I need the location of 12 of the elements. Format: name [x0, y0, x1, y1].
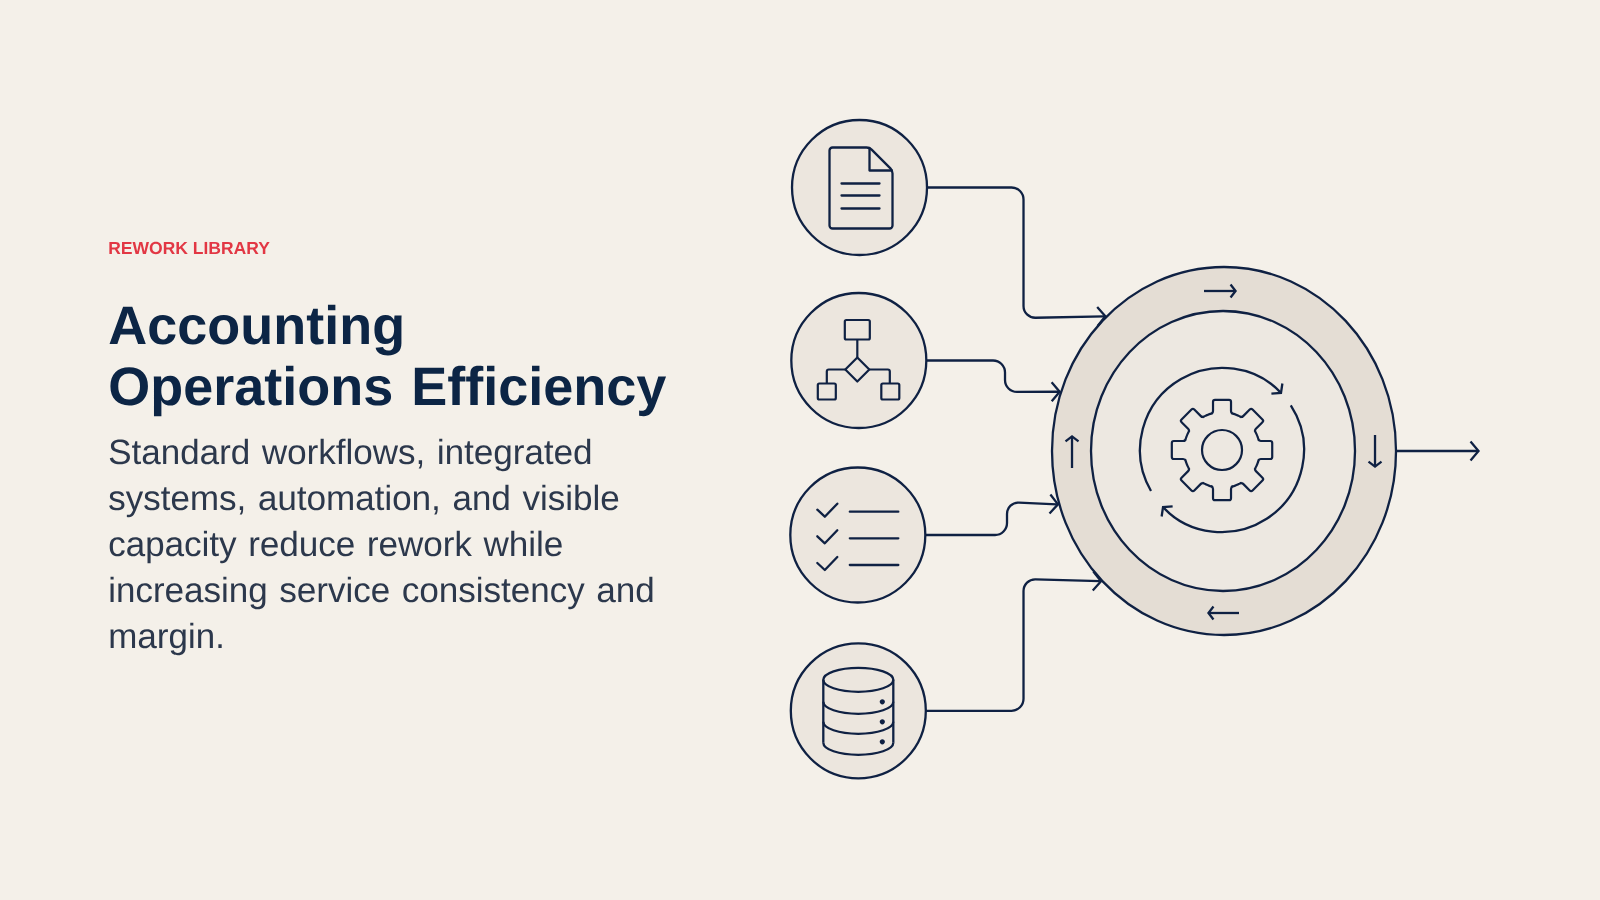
connector-arrow: [925, 570, 1103, 712]
kicker-label: REWORK LIBRARY: [109, 241, 270, 255]
connector-arrow: [926, 359, 1062, 402]
connector-arrow: [925, 493, 1060, 537]
connector-arrow: [927, 186, 1107, 327]
icon-circle: [790, 118, 929, 257]
icon-circle: [789, 642, 927, 780]
title: Accounting Operations Efficiency: [109, 304, 667, 417]
icon-circle: [789, 466, 927, 604]
icon-circle: [790, 291, 928, 430]
description-text: Standard workflows, integrated systems, automation, and visible capacity reduce rework while increasing service consistency and margin.: [109, 438, 653, 656]
output-arrow: [1396, 440, 1481, 462]
